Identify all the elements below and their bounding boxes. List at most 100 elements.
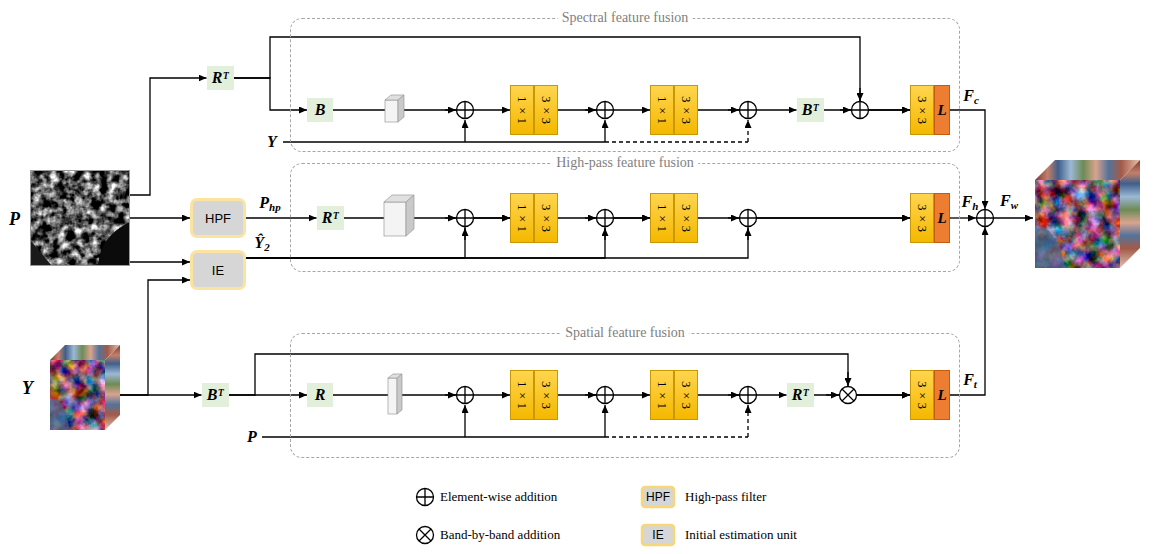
signal-line	[728, 217, 739, 218]
feature-cube	[384, 202, 406, 236]
legend-text: Initial estimation unit	[685, 527, 797, 543]
signal-line	[445, 394, 456, 395]
addition-symbol	[457, 102, 474, 119]
addition-symbol	[740, 102, 757, 119]
kernel-size: 3×3	[910, 370, 934, 420]
conv-block: 1×13×3	[650, 193, 698, 243]
operator-box: Rᵀ	[207, 66, 234, 90]
hsi-cube	[105, 345, 120, 430]
operator-symbol: R	[315, 386, 326, 404]
signal-label: Php	[259, 194, 280, 212]
addition-symbol	[977, 210, 994, 227]
legend-sample-box	[642, 525, 674, 545]
connector-arrow	[246, 218, 650, 258]
operator-box: Rᵀ	[317, 206, 344, 230]
fused-cube	[1035, 180, 1120, 268]
layer-symbol: L	[934, 370, 950, 420]
operator-symbol: B	[315, 101, 326, 119]
signal-label: Fw	[1000, 192, 1018, 210]
image-label: Y	[22, 378, 33, 398]
operator-box: Rᵀ	[787, 383, 814, 407]
feature-cube	[384, 95, 414, 414]
signal-line	[464, 120, 465, 142]
signal-label: Ft	[963, 371, 977, 389]
operator-symbol: Rᵀ	[322, 209, 338, 227]
addition-symbol	[457, 387, 474, 404]
hsi-cube	[50, 345, 120, 430]
signal-line	[840, 109, 851, 110]
operator-box: Bᵀ	[202, 383, 229, 407]
signal-line	[604, 228, 605, 240]
signal-line	[283, 141, 605, 142]
signal-line	[604, 120, 605, 142]
signal-line	[585, 394, 596, 395]
signal-line	[445, 109, 456, 110]
operator-symbol: Bᵀ	[207, 386, 223, 404]
operator-symbol: Bᵀ	[802, 101, 818, 119]
legend-text: Element-wise addition	[440, 489, 557, 505]
fused-cube	[1035, 160, 1140, 268]
connector-arrow	[246, 218, 910, 258]
feature-cube	[385, 100, 398, 122]
connector-arrow	[344, 217, 511, 218]
pan-image	[30, 240, 52, 266]
signal-line	[747, 228, 748, 240]
kernel-size: 3×3	[534, 85, 558, 135]
image-panel: P	[30, 170, 130, 266]
operator-symbol: Rᵀ	[792, 386, 808, 404]
pan-image	[30, 170, 130, 266]
addition-symbol	[417, 489, 434, 506]
addition-symbol	[457, 210, 474, 227]
fusion-group: High-pass feature fusionRᵀ1×13×31×13×33×…	[290, 163, 960, 272]
signal-line	[605, 141, 748, 142]
group-title: Spectral feature fusion	[558, 9, 693, 27]
signal-line	[728, 394, 739, 395]
kernel-size: 1×1	[510, 193, 534, 243]
output-conv-block: 3×3L	[910, 370, 950, 420]
kernel-size: 3×3	[674, 85, 698, 135]
connector-arrow	[130, 261, 190, 262]
addition-symbol	[597, 387, 614, 404]
hsi-cube	[50, 399, 70, 430]
output-conv-block: 3×3L	[910, 85, 950, 135]
feature-cube	[388, 378, 397, 414]
kernel-size: 1×1	[510, 370, 534, 420]
signal-line	[859, 88, 860, 101]
image-panel: Y	[50, 345, 120, 430]
signal-line	[585, 217, 596, 218]
signal-line	[728, 109, 739, 110]
connector-arrow	[333, 109, 510, 110]
feature-cube	[398, 95, 404, 122]
connector-arrow	[120, 280, 190, 395]
operator-symbol: Rᵀ	[212, 69, 228, 87]
legend-text: High-pass filter	[685, 489, 766, 505]
kernel-size: 3×3	[534, 193, 558, 243]
signal-line	[445, 217, 456, 218]
group-title: High-pass feature fusion	[552, 154, 698, 172]
output-conv-block: 3×3L	[910, 193, 950, 243]
image-label: P	[9, 209, 20, 229]
kernel-size: 1×1	[650, 85, 674, 135]
conv-block: 1×13×3	[510, 85, 558, 135]
signal-line	[585, 109, 596, 110]
connector-arrow	[333, 394, 510, 395]
signal-line	[605, 436, 748, 437]
legend-text: Band-by-band addition	[440, 527, 560, 543]
signal-label: Fc	[963, 87, 979, 105]
pan-image	[98, 222, 130, 266]
unit-box: IE	[190, 250, 246, 290]
fusion-group: Spectral feature fusionB1×13×31×13×3Bᵀ3×…	[290, 18, 960, 152]
kernel-size: 1×1	[510, 85, 534, 135]
kernel-size: 3×3	[910, 193, 934, 243]
conv-block: 1×13×3	[510, 370, 558, 420]
addition-symbol	[597, 210, 614, 227]
operator-box: R	[307, 383, 333, 407]
signal-line	[747, 405, 748, 437]
addition-symbol	[597, 102, 614, 119]
signal-line	[464, 405, 465, 437]
fused-cube	[1035, 228, 1065, 268]
signal-line	[950, 217, 976, 218]
signal-label: P	[247, 428, 257, 446]
connector-arrow	[130, 217, 190, 218]
